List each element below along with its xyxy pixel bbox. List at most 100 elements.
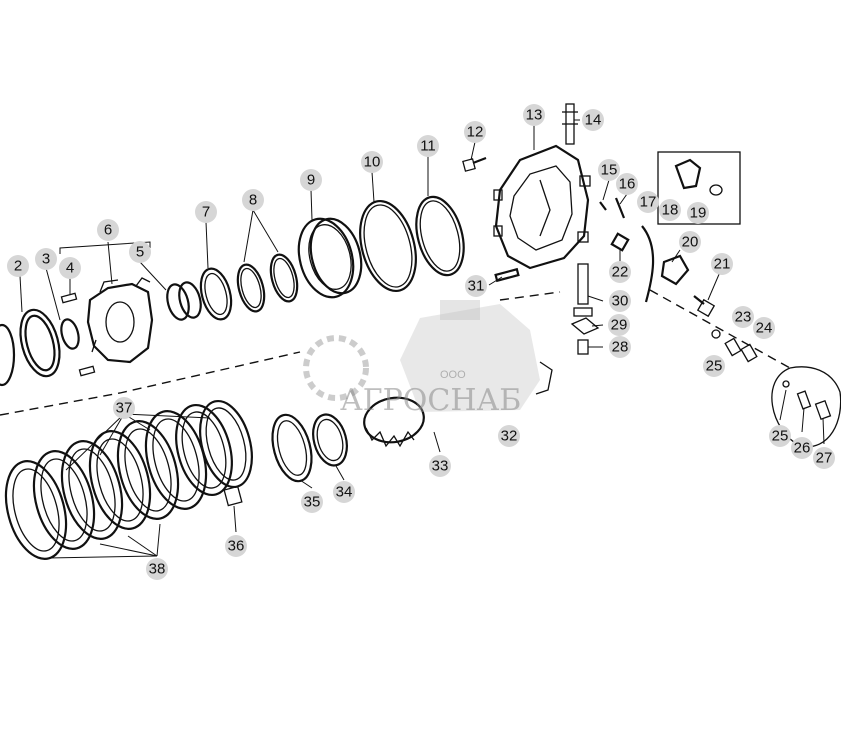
callout-badge xyxy=(609,336,631,358)
callout-badge xyxy=(146,558,168,580)
callout-number: 32 xyxy=(501,428,518,445)
callout-8: 8 xyxy=(242,189,264,211)
part-17-pipe xyxy=(641,225,655,303)
callout-10: 10 xyxy=(361,151,383,173)
callout-25: 25 xyxy=(769,425,791,447)
part-4-pin-lower xyxy=(78,365,96,377)
part-16-pin xyxy=(614,197,626,219)
callout-badge xyxy=(7,255,29,277)
part-12-bolt xyxy=(462,156,487,172)
callout-number: 30 xyxy=(612,293,629,310)
callout-19: 19 xyxy=(687,202,709,224)
axis-line-lower xyxy=(649,289,791,369)
callout-9: 9 xyxy=(300,169,322,191)
callout-badge xyxy=(113,397,135,419)
callout-badge xyxy=(59,257,81,279)
callout-16: 16 xyxy=(616,173,638,195)
callout-number: 25 xyxy=(772,428,789,445)
callout-32: 32 xyxy=(498,425,520,447)
callout-number: 35 xyxy=(304,494,321,511)
callout-6: 6 xyxy=(97,219,119,241)
part-22-nut xyxy=(610,232,630,252)
callout-number: 15 xyxy=(601,162,618,179)
callout-number: 11 xyxy=(420,138,436,155)
part-7-ring xyxy=(199,267,233,321)
callout-badge xyxy=(195,201,217,223)
part-24-spring xyxy=(740,343,758,363)
callout-17: 17 xyxy=(637,191,659,213)
callout-33: 33 xyxy=(429,455,451,477)
callout-number: 31 xyxy=(468,278,485,295)
callout-badge xyxy=(659,199,681,221)
callout-badge xyxy=(97,219,119,241)
callout-27: 27 xyxy=(813,447,835,469)
callout-number: 23 xyxy=(735,309,752,326)
callout-28: 28 xyxy=(609,336,631,358)
part-15-pin xyxy=(599,201,607,211)
callout-number: 7 xyxy=(202,204,210,221)
callout-number: 27 xyxy=(816,450,833,467)
part-14-fitting xyxy=(562,103,578,145)
part-11-ring xyxy=(415,195,465,277)
callout-badge xyxy=(129,241,151,263)
callout-number: 6 xyxy=(104,222,112,239)
callout-badge xyxy=(333,481,355,503)
callout-34: 34 xyxy=(333,481,355,503)
callout-5: 5 xyxy=(129,241,151,263)
callout-26: 26 xyxy=(791,437,813,459)
callout-12: 12 xyxy=(464,121,486,143)
callout-11: 11 xyxy=(417,135,439,157)
callout-31: 31 xyxy=(465,275,487,297)
callout-number: 28 xyxy=(612,339,629,356)
callout-18: 18 xyxy=(659,199,681,221)
callout-badge xyxy=(813,447,835,469)
callout-badge xyxy=(608,314,630,336)
part-34-ring xyxy=(312,413,348,467)
part-13-housing xyxy=(493,144,591,270)
part-10-ring xyxy=(359,199,417,293)
detail-box-18-19 xyxy=(657,151,741,225)
callout-4: 4 xyxy=(59,257,81,279)
callout-badge xyxy=(417,135,439,157)
callout-number: 4 xyxy=(66,260,74,277)
callout-35: 35 xyxy=(301,491,323,513)
callout-number: 37 xyxy=(116,400,133,417)
watermark-prefix: ООО xyxy=(440,369,466,381)
callout-badge xyxy=(242,189,264,211)
part-33-gear xyxy=(363,396,425,448)
callout-badge xyxy=(753,317,775,339)
part-4-pin xyxy=(60,292,78,304)
part-20-clamp xyxy=(660,254,690,286)
part-9-piston xyxy=(297,217,363,299)
callout-14: 14 xyxy=(582,109,604,131)
callout-36: 36 xyxy=(225,535,247,557)
callout-number: 33 xyxy=(432,458,449,475)
axis-line-upper xyxy=(0,351,301,416)
callout-number: 8 xyxy=(249,192,257,209)
callout-number: 24 xyxy=(756,320,773,337)
callout-25: 25 xyxy=(703,355,725,377)
callout-37: 37 xyxy=(113,397,135,419)
axis-line-right xyxy=(499,291,561,301)
callout-30: 30 xyxy=(609,290,631,312)
leader-lines xyxy=(19,119,825,559)
callout-22: 22 xyxy=(609,261,631,283)
part-3-ring xyxy=(60,318,80,350)
valve-stack-28-30 xyxy=(570,263,600,355)
callout-badge xyxy=(301,491,323,513)
callout-number: 17 xyxy=(640,194,657,211)
callout-badge xyxy=(711,253,733,275)
callout-13: 13 xyxy=(523,104,545,126)
callout-29: 29 xyxy=(608,314,630,336)
detail-25-26-27 xyxy=(771,366,841,448)
callout-number: 29 xyxy=(611,317,628,334)
callout-21: 21 xyxy=(711,253,733,275)
callout-badge xyxy=(225,535,247,557)
callout-badge xyxy=(582,109,604,131)
callout-number: 36 xyxy=(228,538,245,555)
callout-badge xyxy=(609,290,631,312)
callout-number: 13 xyxy=(526,107,543,124)
